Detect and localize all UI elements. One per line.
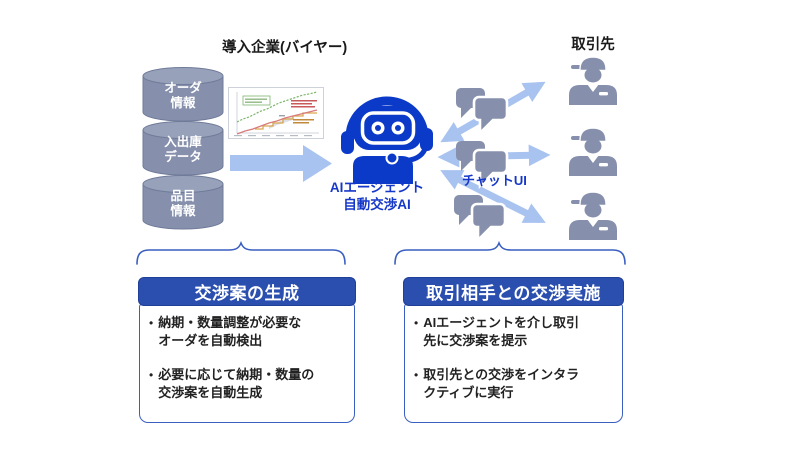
- database-inventory: 入出庫 データ: [141, 120, 225, 176]
- panel-negotiation-execution: • AIエージェントを介し取引 先に交渉案を提示 • 取引先との交渉をインタラ …: [403, 277, 624, 423]
- panel-negotiation-execution-body: • AIエージェントを介し取引 先に交渉案を提示 • 取引先との交渉をインタラ …: [404, 303, 623, 423]
- chat-ui-label: チャットUI: [462, 173, 527, 188]
- list-item: • 納期・数量調整が必要な オーダを自動検出: [149, 314, 348, 350]
- chat-bubbles-icon-top: [456, 88, 509, 137]
- list-item: • 取引先との交渉をインタラ クティブに実行: [414, 366, 616, 402]
- chat-arrow-bottom: [440, 169, 546, 224]
- forecast-chart-thumbnail: [228, 87, 324, 139]
- database-inventory-label: 入出庫 データ: [164, 135, 202, 164]
- partner-person-icon-middle: [569, 127, 617, 176]
- forecast-chart-graphic: [234, 91, 319, 137]
- database-cylinder-icon: [142, 121, 224, 176]
- list-item: • AIエージェントを介し取引 先に交渉案を提示: [414, 314, 616, 350]
- database-orders: オーダ 情報: [141, 66, 225, 122]
- bullet-icon: •: [414, 316, 419, 330]
- list-item: • 必要に応じて納期・数量の 交渉案を自動生成: [149, 366, 348, 402]
- panel-proposal-generation-body: • 納期・数量調整が必要な オーダを自動検出 • 必要に応じて納期・数量の 交渉…: [139, 303, 355, 423]
- chat-bubbles-icon-bottom: [454, 195, 507, 244]
- partner-person-icon-bottom: [569, 191, 617, 240]
- right-brace: [394, 240, 626, 265]
- partners-section-title: 取引先: [571, 37, 615, 53]
- bullet-icon: •: [149, 368, 154, 382]
- bullet-icon: •: [414, 368, 419, 382]
- data-flow-arrow: [230, 145, 332, 182]
- bullet-text: 必要に応じて納期・数量の 交渉案を自動生成: [158, 367, 315, 400]
- database-cylinder-icon: [142, 175, 224, 230]
- database-items: 品目 情報: [141, 174, 225, 230]
- panel-proposal-generation-title: 交渉案の生成: [138, 277, 356, 306]
- database-cylinder-icon: [142, 67, 224, 122]
- bullet-text: 取引先との交渉をインタラ クティブに実行: [423, 367, 580, 400]
- database-items-label: 品目 情報: [170, 189, 196, 218]
- bullet-text: AIエージェントを介し取引 先に交渉案を提示: [423, 315, 579, 348]
- database-orders-label: オーダ 情報: [164, 81, 202, 110]
- buyer-section-title: 導入企業(バイヤー): [222, 40, 348, 56]
- bullet-icon: •: [149, 316, 154, 330]
- ai-agent-robot-icon: [341, 96, 433, 184]
- left-brace: [136, 240, 346, 265]
- panel-negotiation-execution-title: 取引相手との交渉実施: [403, 277, 624, 306]
- panel-proposal-generation: • 納期・数量調整が必要な オーダを自動検出 • 必要に応じて納期・数量の 交渉…: [138, 277, 356, 423]
- partner-person-icon-top: [569, 56, 617, 105]
- chat-bubbles-icon-middle: [456, 141, 509, 190]
- bullet-text: 納期・数量調整が必要な オーダを自動検出: [158, 315, 302, 348]
- ai-agent-label: AIエージェント 自動交渉AI: [329, 180, 425, 212]
